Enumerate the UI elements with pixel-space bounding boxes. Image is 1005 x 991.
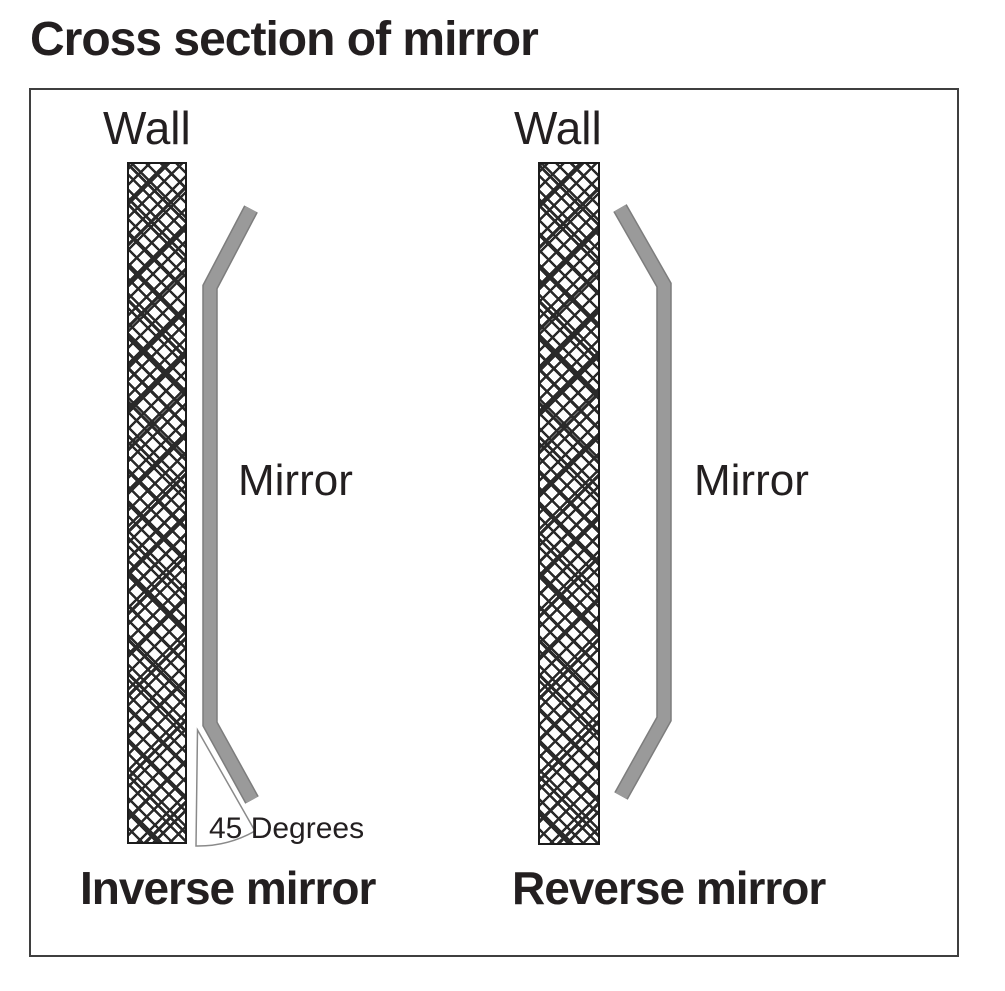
left-mirror-label: Mirror xyxy=(238,456,353,505)
diagram-frame xyxy=(29,88,959,957)
angle-label: 45 Degrees xyxy=(209,812,365,845)
left-caption: Inverse mirror xyxy=(80,862,376,914)
left-wall xyxy=(127,162,187,844)
left-wall-label: Wall xyxy=(103,102,191,154)
page-title: Cross section of mirror xyxy=(30,13,539,66)
right-caption: Reverse mirror xyxy=(512,862,826,914)
right-wall-label: Wall xyxy=(514,102,602,154)
right-wall xyxy=(538,162,600,845)
right-mirror-label: Mirror xyxy=(694,456,809,505)
